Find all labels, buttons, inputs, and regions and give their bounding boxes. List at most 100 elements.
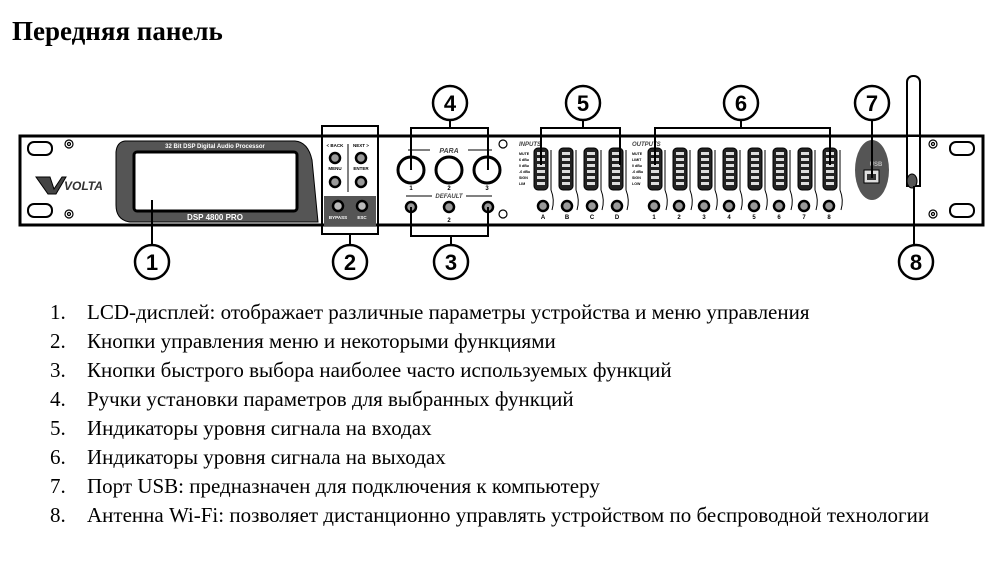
- output-meter-2: [672, 147, 688, 191]
- list-item: 7.Порт USB: предназначен для подключения…: [0, 472, 977, 501]
- svg-text:0 dBu: 0 dBu: [632, 164, 642, 168]
- list-item: 5.Индикаторы уровня сигнала на входах: [0, 414, 977, 443]
- bypass-label: BYPASS: [329, 215, 347, 220]
- input-meter-3: [583, 147, 599, 191]
- output-button-3[interactable]: [697, 199, 711, 213]
- output-scale: MUTE LIMIT 0 dBu -6 dBu SIGN LOW: [632, 152, 643, 186]
- input-d-label: D: [615, 215, 620, 221]
- default-label: DEFAULT: [435, 194, 464, 200]
- knob-1-label: 1: [409, 186, 413, 192]
- svg-text:LIM: LIM: [519, 182, 525, 186]
- list-item: 6.Индикаторы уровня сигнала на выходах: [0, 443, 977, 472]
- svg-text:LOW: LOW: [632, 182, 641, 186]
- feature-list: 1. LCD-дисплей: отображает различные пара…: [0, 298, 977, 530]
- list-number: 8.: [50, 503, 66, 527]
- callout-8: 8: [897, 243, 935, 281]
- output-button-2[interactable]: [672, 199, 686, 213]
- bypass-button[interactable]: [331, 199, 345, 213]
- output-button-5[interactable]: [747, 199, 761, 213]
- output-meter-5: [747, 147, 763, 191]
- model-name: DSP 4800 PRO: [187, 213, 243, 222]
- svg-text:8: 8: [910, 250, 922, 275]
- output-3-label: 3: [702, 215, 706, 221]
- back-button[interactable]: [328, 151, 342, 165]
- svg-text:SIGN: SIGN: [632, 176, 641, 180]
- callout-4: 4: [431, 84, 469, 122]
- enter-button[interactable]: [354, 175, 368, 189]
- svg-text:-6 dBu: -6 dBu: [632, 170, 643, 174]
- svg-text:-6 dBu: -6 dBu: [519, 170, 530, 174]
- svg-text:MUTE: MUTE: [519, 152, 530, 156]
- input-a-label: A: [541, 215, 546, 221]
- input-b-label: B: [565, 215, 570, 221]
- svg-text:5: 5: [577, 91, 589, 116]
- list-text: Индикаторы уровня сигнала на входах: [87, 416, 432, 440]
- svg-text:VOLTA: VOLTA: [64, 179, 103, 193]
- svg-text:2: 2: [344, 250, 356, 275]
- output-6-label: 6: [777, 215, 781, 221]
- outputs-label: OUTPUTS: [632, 142, 661, 148]
- input-c-label: C: [590, 215, 595, 221]
- list-text: LCD-дисплей: отображает различные параме…: [87, 300, 810, 324]
- svg-text:SIGN: SIGN: [519, 176, 528, 180]
- next-label: NEXT >: [353, 143, 369, 148]
- front-panel-diagram: VOLTA 32 Bit DSP Digital Audio Processor…: [18, 75, 985, 281]
- svg-text:6: 6: [735, 91, 747, 116]
- output-meter-6: [772, 147, 788, 191]
- list-item: 8. Антенна Wi-Fi: позволяет дистанционно …: [0, 501, 977, 530]
- input-button-4[interactable]: [610, 199, 624, 213]
- output-2-label: 2: [677, 215, 681, 221]
- callout-5: 5: [564, 84, 602, 122]
- list-number: 4.: [50, 387, 66, 411]
- output-4-label: 4: [727, 215, 731, 221]
- input-meter-4: [608, 147, 624, 191]
- default-button-2[interactable]: [442, 200, 456, 214]
- rack-holes: [27, 141, 975, 218]
- list-number: 1.: [50, 300, 66, 324]
- input-button-2[interactable]: [560, 199, 574, 213]
- svg-text:MUTE: MUTE: [632, 152, 643, 156]
- output-button-4[interactable]: [722, 199, 736, 213]
- esc-label: ESC: [357, 215, 367, 220]
- input-button-1[interactable]: [536, 199, 550, 213]
- svg-text:0 dBu: 0 dBu: [519, 164, 529, 168]
- callout-6: 6: [722, 84, 760, 122]
- list-number: 2.: [50, 329, 66, 353]
- menu-button[interactable]: [328, 175, 342, 189]
- page-title: Передняя панель: [12, 16, 223, 46]
- list-text: Индикаторы уровня сигнала на выходах: [87, 445, 446, 469]
- list-text: Антенна Wi-Fi: позволяет дистанционно уп…: [87, 503, 930, 527]
- output-button-7[interactable]: [797, 199, 811, 213]
- menu-label: MENU: [328, 166, 341, 171]
- enter-label: ENTER: [353, 166, 369, 171]
- output-meter-4: [722, 147, 738, 191]
- input-button-3[interactable]: [585, 199, 599, 213]
- output-button-1[interactable]: [647, 199, 661, 213]
- output-button-6[interactable]: [772, 199, 786, 213]
- usb-label: USB: [870, 162, 883, 168]
- output-button-8[interactable]: [822, 199, 836, 213]
- output-meter-3: [697, 147, 713, 191]
- svg-text:LIMIT: LIMIT: [632, 158, 642, 162]
- svg-text:3: 3: [445, 250, 457, 275]
- list-text: Ручки установки параметров для выбранных…: [87, 387, 574, 411]
- lcd-display: [132, 150, 299, 213]
- callout-2: 2: [331, 243, 369, 281]
- screws: [64, 139, 938, 219]
- callout-lines: [151, 120, 915, 245]
- esc-button[interactable]: [355, 199, 369, 213]
- back-label: < BACK: [327, 143, 345, 148]
- inputs-label: INPUTS: [519, 142, 541, 148]
- list-number: 3.: [50, 358, 66, 382]
- list-text: Кнопки управления меню и некоторыми функ…: [87, 329, 556, 353]
- next-button[interactable]: [354, 151, 368, 165]
- list-text: Порт USB: предназначен для подключения к…: [87, 474, 600, 498]
- knob-2[interactable]: [434, 155, 464, 185]
- list-item: 1. LCD-дисплей: отображает различные пара…: [0, 298, 977, 327]
- callout-3: 3: [432, 243, 470, 281]
- svg-text:4: 4: [444, 91, 457, 116]
- device-header-text: 32 Bit DSP Digital Audio Processor: [165, 144, 265, 150]
- output-7-label: 7: [802, 215, 806, 221]
- svg-text:1: 1: [146, 250, 158, 275]
- output-8-label: 8: [827, 215, 831, 221]
